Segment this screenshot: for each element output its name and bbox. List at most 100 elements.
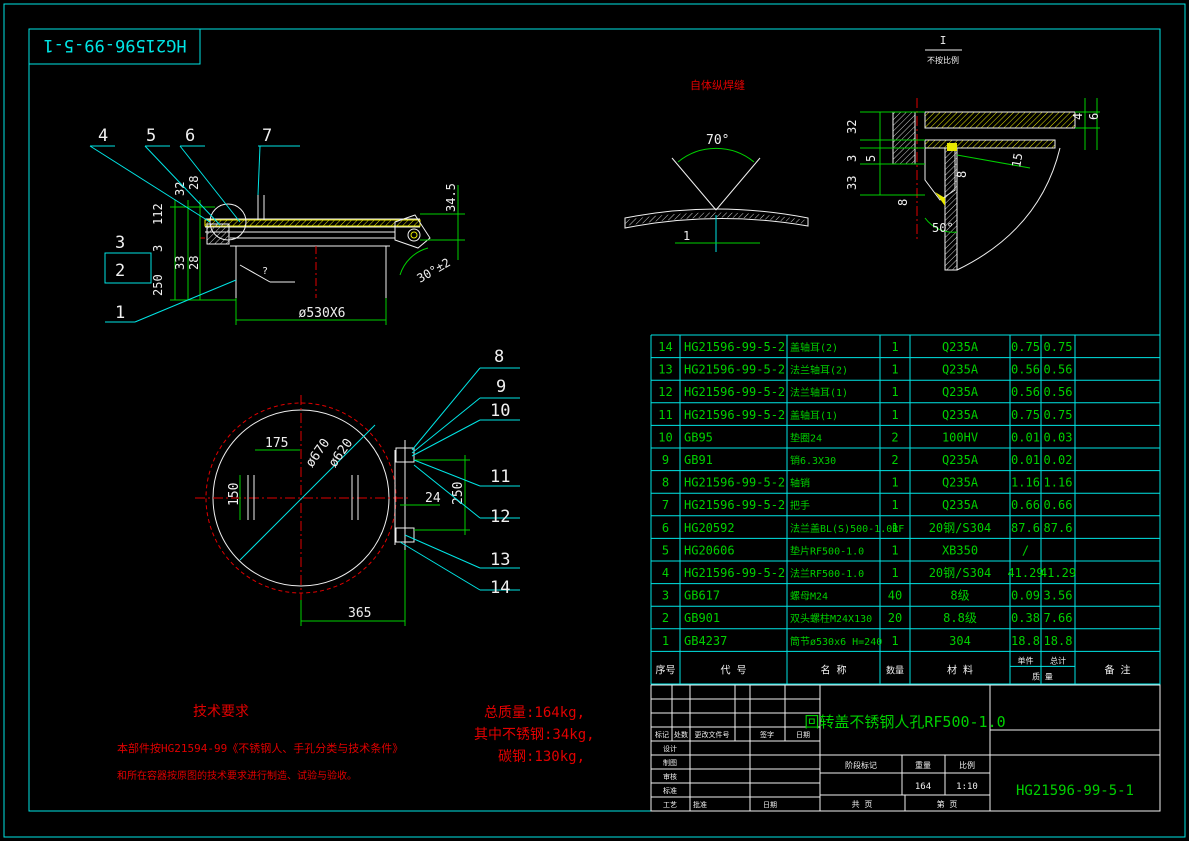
bom-unit: 87.6 [1011, 521, 1040, 535]
bom-name: 垫片RF500-1.0 [790, 544, 864, 557]
balloon-8: 8 [494, 347, 504, 367]
dim-250: 250 [151, 274, 165, 296]
bom-name: 筒节ø530x6 H=240 [790, 635, 882, 648]
bom-name: 法兰RF500-1.0 [790, 567, 864, 580]
bom-total: 0.56 [1044, 385, 1073, 399]
detail-dim-3: 3 [845, 155, 859, 162]
bom-unit: / [1022, 543, 1029, 557]
bom-code: HG21596-99-5-2 [684, 408, 785, 422]
dim-q: ? [262, 266, 268, 277]
bom-total: 1.16 [1044, 476, 1073, 490]
balloon-9: 9 [496, 377, 506, 397]
bom-unit: 0.01 [1011, 453, 1040, 467]
front-view: ø530X6 112 32 28 3 33 28 250 34.5 30°±2 … [89, 126, 465, 325]
tb-weight-val: 164 [915, 782, 931, 792]
balloon-4: 4 [98, 126, 108, 146]
hdr-name: 名 称 [820, 663, 846, 676]
tb-count: 处数 [674, 730, 688, 739]
tb-mark: 标记 [655, 730, 669, 739]
mirror-number-box [28, 28, 201, 65]
dim-150: 150 [227, 483, 242, 506]
dim-28a: 28 [187, 176, 201, 190]
bom-unit: 0.56 [1011, 363, 1040, 377]
bom-total: 87.6 [1044, 521, 1073, 535]
bom-name: 轴销 [790, 477, 810, 490]
bom-material: Q235A [942, 498, 979, 512]
tb-sign: 签字 [760, 730, 774, 739]
hdr-total: 总计 [1050, 655, 1066, 665]
angle-70: 70° [706, 133, 729, 148]
weld-note: 自体纵焊缝 [690, 78, 745, 92]
bom-qty: 2 [891, 453, 898, 467]
bom-name: 销6.3X30 [790, 454, 836, 467]
bom-material: Q235A [942, 408, 979, 422]
dim-175: 175 [265, 436, 288, 451]
bom-total: 18.8 [1044, 634, 1073, 648]
tb-date: 日期 [796, 731, 810, 739]
bom-material: Q235A [942, 340, 979, 354]
bom-material: 8级 [950, 589, 969, 603]
tb-design: 设计 [663, 744, 677, 753]
detail-dim-33: 33 [845, 176, 859, 190]
weld-dim-1: 1 [683, 229, 690, 243]
bom-code: HG21596-99-5-2 [684, 363, 785, 377]
bom-name: 盖轴耳(2) [790, 341, 838, 354]
tb-sheet: 第 页 [937, 799, 958, 809]
tb-std: 标准 [663, 786, 677, 795]
hdr-code: 代 号 [720, 664, 746, 676]
balloon-13: 13 [490, 550, 510, 570]
bom-no: 12 [658, 385, 672, 399]
tb-check: 审核 [663, 772, 677, 781]
bom-qty: 1 [891, 408, 898, 422]
hdr-qty: 数量 [886, 664, 904, 676]
bom-name: 把手 [790, 499, 810, 512]
detail-scale: 不按比例 [927, 55, 959, 65]
bom-code: HG21596-99-5-2 [684, 385, 785, 399]
bom-code: HG21596-99-5-2 [684, 340, 785, 354]
dim-250-plan: 250 [451, 482, 466, 505]
bom-no: 2 [662, 611, 669, 625]
bom-code: HG20606 [684, 543, 735, 557]
detail-dim-8b: 8 [896, 199, 910, 206]
hdr-material: 材 料 [947, 663, 973, 676]
bom-code: HG21596-99-5-2 [684, 498, 785, 512]
bom-material: 20钢/S304 [929, 521, 992, 535]
bom-material: Q235A [942, 363, 979, 377]
bom-qty: 1 [891, 476, 898, 490]
mirror-drawing-number: HG21596-99-5-1 [43, 35, 186, 55]
tb-date2: 日期 [763, 801, 777, 809]
bom-name: 盖轴耳(1) [790, 409, 838, 422]
bom-material: XB350 [942, 543, 978, 557]
dim-24: 24 [425, 491, 441, 506]
hdr-remark: 备 注 [1104, 663, 1130, 676]
tb-sheets: 共 页 [852, 800, 873, 809]
bom-material: 304 [949, 634, 971, 648]
balloon-5: 5 [146, 126, 156, 146]
tb-stage: 阶段标记 [845, 760, 877, 770]
bom-qty: 1 [891, 385, 898, 399]
dim-620: ø620 [326, 436, 356, 470]
detail-angle-50: 50° [932, 221, 954, 235]
bom-qty: 1 [891, 566, 898, 580]
dim-112: 112 [151, 203, 165, 225]
bom-unit: 41.29 [1007, 566, 1043, 580]
outer-frame [3, 3, 1186, 838]
weight-carbon: 碳钢:130kg, [498, 749, 585, 765]
bom-no: 13 [658, 363, 672, 377]
balloon-10: 10 [490, 401, 510, 421]
bom-qty: 1 [891, 340, 898, 354]
bom-no: 5 [662, 543, 669, 557]
bom-name: 双头螺柱M24X130 [790, 612, 872, 625]
balloon-1: 1 [115, 303, 125, 323]
bom-no: 10 [658, 430, 672, 444]
balloon-12: 12 [490, 507, 510, 527]
tb-approve: 批准 [693, 800, 707, 809]
tb-weight: 重量 [915, 760, 931, 770]
bom-code: HG20592 [684, 521, 735, 535]
bom-code: HG21596-99-5-2 [684, 476, 785, 490]
bom-qty: 1 [891, 543, 898, 557]
bom-unit: 18.8 [1011, 634, 1040, 648]
bom-code: GB95 [684, 430, 713, 444]
tech-heading: 技术要求 [193, 704, 249, 720]
